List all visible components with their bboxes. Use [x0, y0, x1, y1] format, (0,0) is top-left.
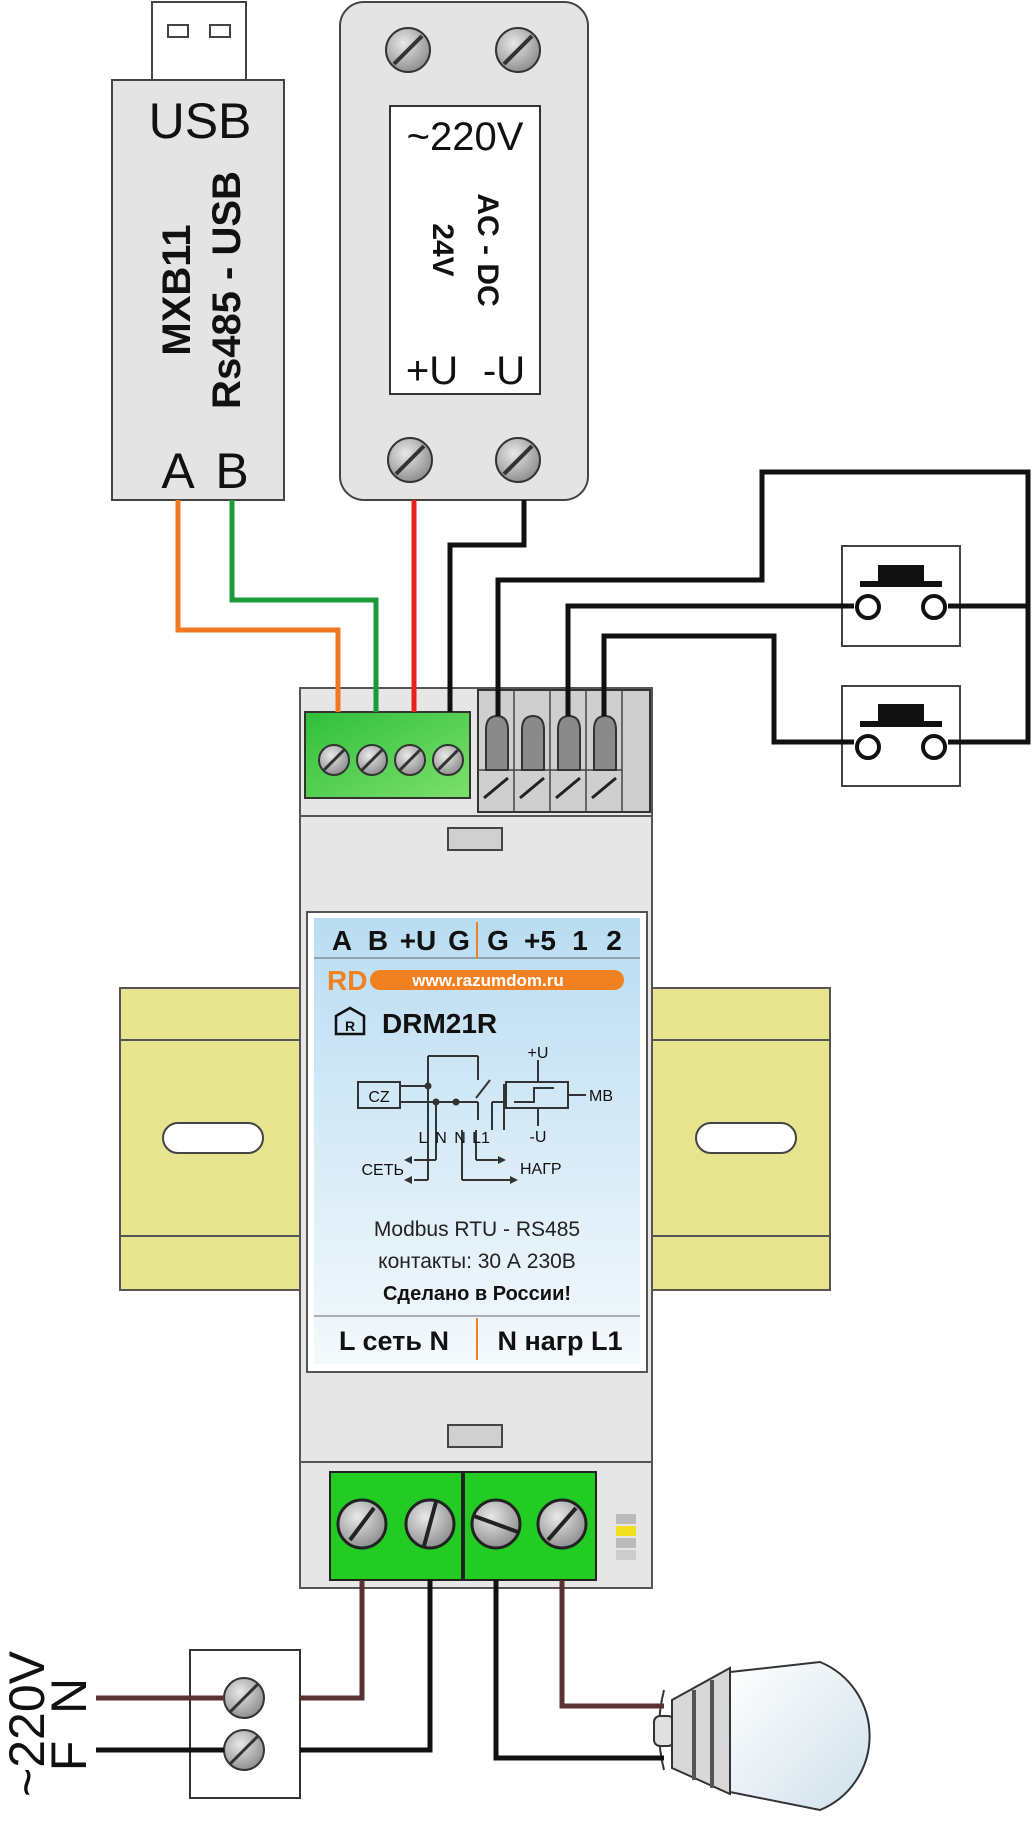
relay-bottom-left-label: L сеть N — [339, 1326, 449, 1356]
power-supply: ~220V AC - DC 24V +U -U — [339, 1, 589, 501]
psu-plus-label: +U — [406, 349, 458, 393]
schematic-cz: CZ — [368, 1089, 390, 1106]
relay-top-terminal-g2: G — [487, 925, 509, 956]
usb-label: USB — [149, 93, 252, 149]
lamp-icon — [653, 1660, 871, 1812]
wire-input-2 — [601, 633, 854, 745]
website-banner — [370, 970, 624, 990]
schematic-l: L — [419, 1130, 428, 1147]
wire-n-load — [493, 1580, 664, 1761]
status-led-icon — [616, 1514, 636, 1560]
schematic-mains: СЕТЬ — [362, 1162, 405, 1179]
relay-top-terminal-a: A — [332, 925, 352, 956]
push-button-2 — [841, 685, 961, 787]
mains-screw-n — [223, 1729, 265, 1771]
mains-f-label: F — [41, 1741, 97, 1772]
brand-logo-text: RD — [327, 965, 367, 996]
schematic-plus-u: +U — [528, 1045, 549, 1062]
psu-voltage-label: 24V — [426, 223, 459, 276]
relay-module: A B +U G G +5 1 2 RD www.razumdom.ru R D… — [299, 687, 653, 1589]
relay-bottom-right-label: N нагр L1 — [497, 1326, 622, 1356]
mains-screw-f — [223, 1677, 265, 1719]
usb-adapter-model: MXB11 — [155, 224, 199, 355]
relay-model: DRM21R — [382, 1008, 497, 1039]
psu-screw-top-right — [495, 27, 541, 73]
brand-website: www.razumdom.ru — [411, 971, 563, 990]
psu-label-panel — [389, 105, 541, 395]
wire-l1-load — [559, 1580, 664, 1709]
mains-terminal-block — [189, 1649, 301, 1799]
terminal-screw-g — [432, 744, 464, 776]
rs485-power-terminal-block — [304, 711, 471, 799]
relay-top-terminal-plus-5: +5 — [524, 925, 556, 956]
schematic-n: N — [435, 1130, 447, 1147]
wire-minus-u — [447, 500, 527, 712]
terminal-screw-l1 — [536, 1498, 588, 1550]
rail-slot-left — [162, 1122, 264, 1154]
relay-contacts-rating: контакты: 30 А 230В — [378, 1250, 576, 1273]
power-terminal-block — [329, 1471, 597, 1581]
usb-adapter-description: Rs485 - USB — [205, 171, 249, 409]
terminal-screw-b — [356, 744, 388, 776]
psu-minus-label: -U — [483, 349, 525, 393]
wire-b — [229, 500, 379, 712]
wire-n-to-relay — [300, 1580, 433, 1753]
wire-input-1 — [565, 603, 854, 716]
wire-a — [175, 500, 341, 712]
psu-input-label: ~220V — [407, 115, 524, 159]
usb-terminal-a-label: A — [161, 443, 195, 499]
relay-top-terminal-1: 1 — [572, 925, 588, 956]
terminal-screw-n-load — [470, 1498, 522, 1550]
schematic-n2: N — [454, 1130, 466, 1147]
wires — [96, 469, 1031, 1761]
psu-type-label: AC - DC — [471, 193, 504, 306]
usb-adapter: USB MXB11 Rs485 - USB A B — [111, 1, 285, 501]
schematic-minus-u: -U — [530, 1129, 547, 1146]
schematic-dots — [404, 1082, 518, 1184]
rail-slot-right — [695, 1122, 797, 1154]
terminal-screw-a — [318, 744, 350, 776]
terminal-screw-n — [404, 1498, 456, 1550]
schematic-mb: MB — [589, 1088, 613, 1105]
relay-protocol: Modbus RTU - RS485 — [374, 1218, 580, 1241]
brand-mark-icon: R — [334, 1006, 366, 1036]
relay-top-terminal-2: 2 — [606, 925, 622, 956]
push-button-1 — [841, 545, 961, 647]
relay-top-terminal-b: B — [368, 925, 388, 956]
usb-terminal-b-label: B — [215, 443, 248, 499]
input-spring-terminal-block — [477, 689, 651, 813]
wire-input-common — [495, 469, 1031, 745]
relay-made-in: Сделано в России! — [383, 1283, 571, 1305]
relay-top-terminal-plus-u: +U — [400, 925, 437, 956]
relay-latch-top — [447, 827, 503, 851]
terminal-screw-plus-u — [394, 744, 426, 776]
schematic-l1: L1 — [472, 1130, 490, 1147]
svg-text:R: R — [345, 1018, 355, 1034]
relay-top-terminal-g: G — [448, 925, 470, 956]
schematic-load: НАГР — [520, 1161, 562, 1178]
terminal-screw-l — [336, 1498, 388, 1550]
usb-adapter-body — [111, 79, 285, 501]
mains-voltage-label: ~220V — [0, 1650, 55, 1797]
mains-n-label: N — [41, 1678, 97, 1714]
psu-screw-bottom-right — [495, 437, 541, 483]
psu-screw-top-left — [385, 27, 431, 73]
psu-screw-bottom-left — [387, 437, 433, 483]
wire-l-to-relay — [300, 1580, 365, 1701]
usb-plug — [151, 1, 247, 83]
relay-latch-bottom — [447, 1424, 503, 1448]
